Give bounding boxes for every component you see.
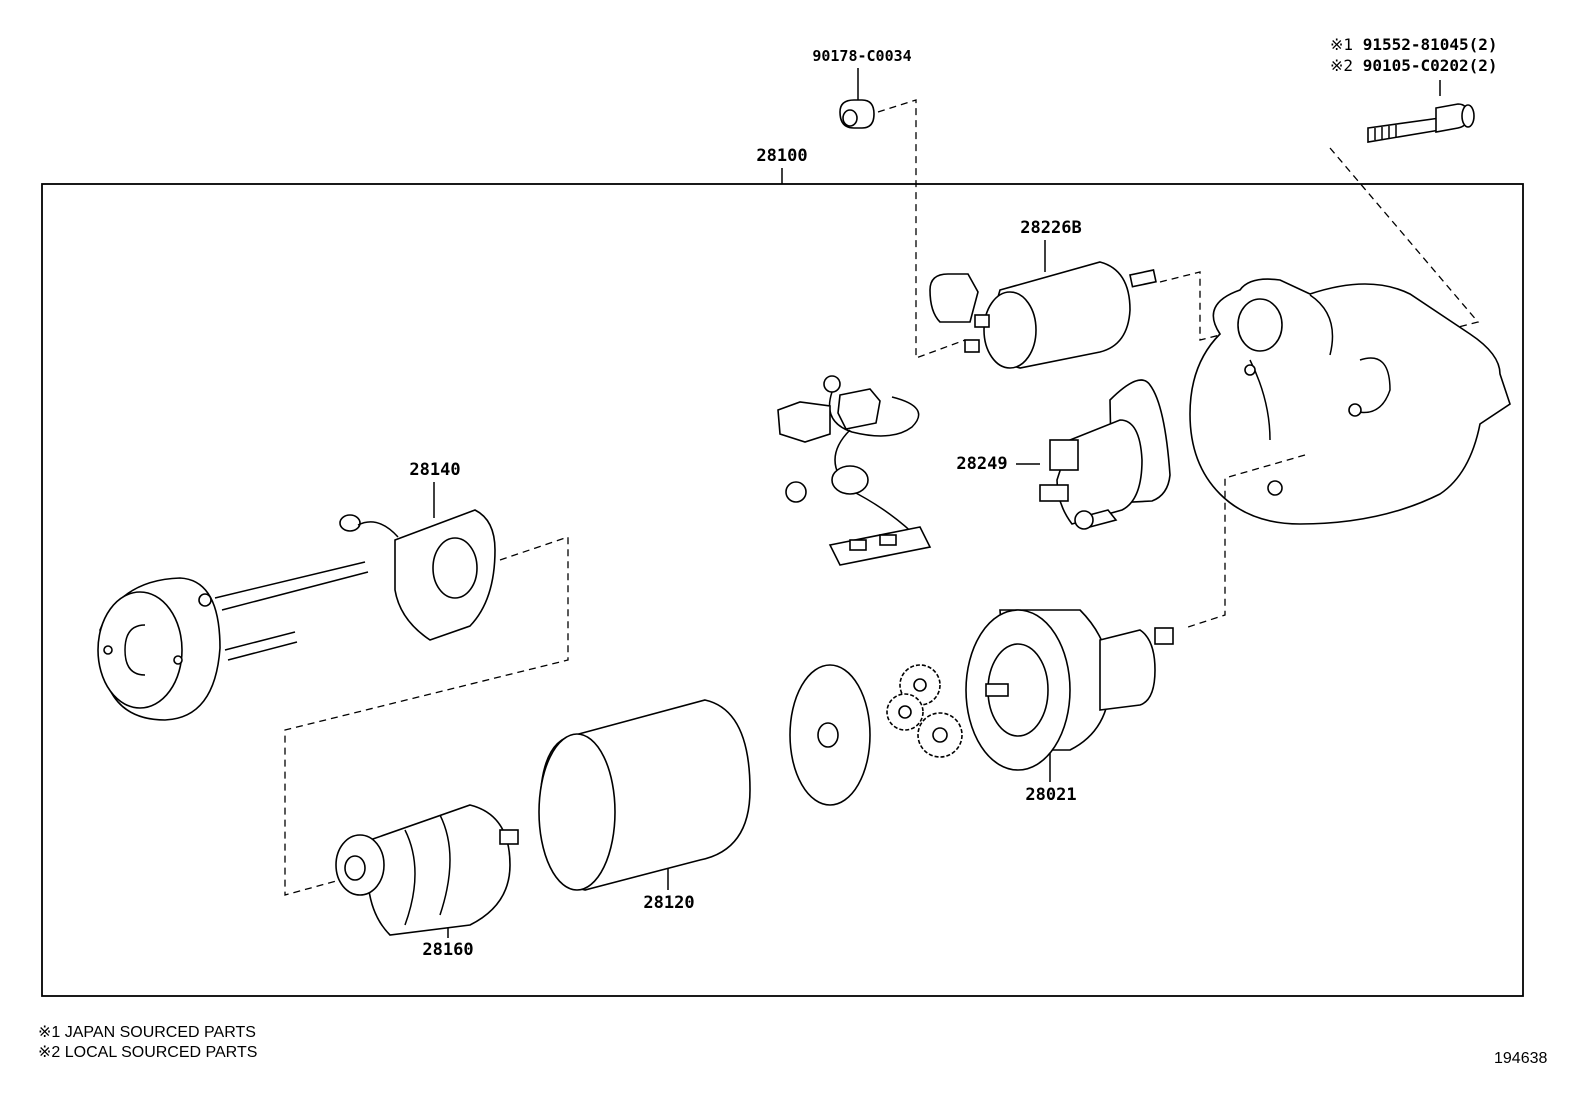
bolt-ref-2[interactable]: ※2 90105-C0202(2) bbox=[1330, 56, 1498, 75]
part-label-28249[interactable]: 28249 bbox=[956, 454, 1008, 474]
armature-28160[interactable] bbox=[335, 804, 519, 938]
assembly-label-28100[interactable]: 28100 bbox=[756, 146, 808, 166]
starter-housing[interactable] bbox=[1189, 278, 1511, 525]
part-label-28120[interactable]: 28120 bbox=[643, 893, 695, 913]
commutator-end-frame[interactable] bbox=[97, 561, 369, 721]
brush-holder-28140[interactable] bbox=[339, 482, 496, 641]
part-label-90178-C0034[interactable]: 90178-C0034 bbox=[812, 47, 912, 65]
ref-part-number[interactable]: 90105-C0202(2) bbox=[1362, 56, 1498, 75]
illustration-code: 194638 bbox=[1494, 1050, 1548, 1067]
through-bolt[interactable] bbox=[1367, 80, 1475, 143]
solenoid-28226B[interactable] bbox=[929, 240, 1157, 369]
part-label-28021[interactable]: 28021 bbox=[1025, 785, 1077, 805]
bolt-ref-1[interactable]: ※1 91552-81045(2) bbox=[1330, 35, 1498, 54]
yoke-28120[interactable] bbox=[538, 699, 751, 891]
part-label-28226B[interactable]: 28226B bbox=[1020, 218, 1082, 238]
intermediate-plate[interactable] bbox=[789, 664, 871, 806]
ref-mark: ※2 bbox=[1330, 56, 1354, 75]
part-label-28140[interactable]: 28140 bbox=[409, 460, 461, 480]
lead-wire-assembly[interactable] bbox=[777, 375, 932, 566]
clutch-28021[interactable] bbox=[965, 609, 1174, 782]
ref-mark: ※1 bbox=[1330, 35, 1354, 54]
note-japan-sourced: ※1 JAPAN SOURCED PARTS bbox=[38, 1024, 256, 1041]
note-local-sourced: ※2 LOCAL SOURCED PARTS bbox=[38, 1044, 258, 1061]
nut-90178-C0034[interactable] bbox=[839, 68, 875, 129]
part-label-28160[interactable]: 28160 bbox=[422, 940, 474, 960]
solenoid-switch-28249[interactable] bbox=[1016, 379, 1171, 530]
ref-part-number[interactable]: 91552-81045(2) bbox=[1362, 35, 1498, 54]
planetary-gears[interactable] bbox=[886, 664, 963, 758]
